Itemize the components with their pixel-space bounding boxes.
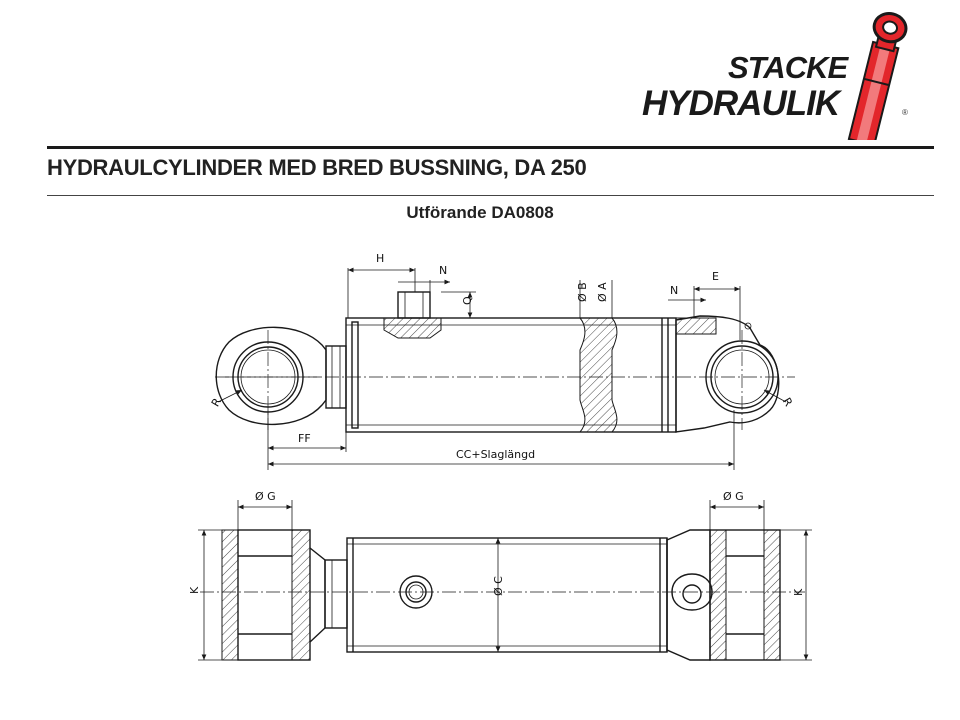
dim-label-diam-g-left: Ø G [255,490,276,503]
document-title: HYDRAULCYLINDER MED BRED BUSSNING, DA 25… [47,155,587,180]
dim-label-q: Q [461,296,474,305]
dim-label-r-left: R [209,396,224,409]
brand-name-line1: STACKE [728,50,848,85]
brand-name-line2: HYDRAULIK [642,84,840,123]
side-view: H N Q Ø B Ø A E N R R FF CC+Slaglängd [209,252,795,470]
dim-label-diam-c: Ø C [492,576,505,596]
dimension-lines-top [198,500,812,661]
document-subtitle: Utförande DA0808 [406,203,554,222]
dim-label-n-left: N [439,264,447,277]
dim-label-diam-b: Ø B [576,282,589,302]
top-view: Ø G Ø G K K Ø C [188,490,812,661]
dim-label-ff: FF [298,432,311,445]
dim-label-diam-g-right: Ø G [723,490,744,503]
cylinder-barrel [215,291,795,433]
bushing-left [221,529,348,661]
dim-label-e: E [712,270,719,283]
dim-label-h: H [376,252,384,265]
title-rule [47,195,934,196]
header-rule [47,146,934,149]
brand-logo: STACKE HYDRAULIK ® [640,10,940,140]
dim-label-diam-a: Ø A [596,282,609,302]
rod-eye-left [215,326,347,430]
cylinder-logo-icon [847,12,908,140]
base-eye-right [675,315,780,433]
dim-label-stroke: CC+Slaglängd [456,448,535,461]
dimension-lines [217,267,787,470]
dim-label-k-left: K [188,586,201,594]
bushing-right [666,529,781,661]
dim-label-n-right: N [670,284,678,297]
dim-label-k-right: K [792,588,805,596]
registered-mark: ® [902,108,908,117]
dim-label-r-right: R [780,396,795,409]
